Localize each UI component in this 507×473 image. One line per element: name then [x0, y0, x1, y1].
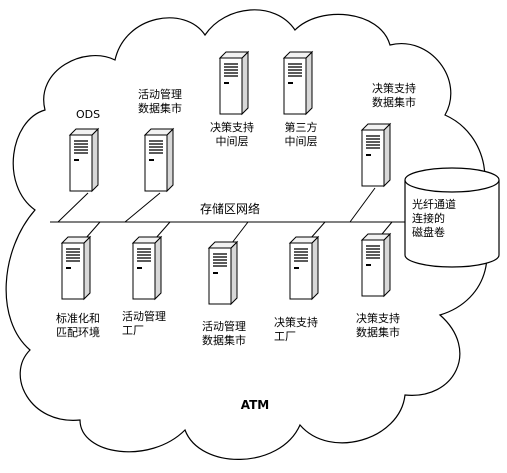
third-party-middle-tier-label: 第三方 中间层 [284, 121, 318, 148]
connector-ods [57, 192, 89, 223]
server-third-party-middle-tier-icon [282, 50, 314, 116]
storage-label: 光纤通道 连接的 磁盘卷 [412, 198, 456, 239]
decision-mart-top-label: 决策支持 数据集市 [372, 82, 416, 109]
decision-factory-label: 决策支持 工厂 [274, 316, 318, 343]
standardize-env-label: 标准化和 匹配环境 [56, 312, 100, 339]
connector-activity-mart-top [124, 192, 161, 223]
decision-middle-tier-label: 决策支持 中间层 [210, 121, 254, 148]
san-label: 存储区网络 [199, 202, 260, 216]
server-decision-mart-bottom-icon [360, 232, 392, 298]
server-decision-middle-tier-icon [218, 50, 250, 116]
server-activity-mart-top-icon [143, 127, 175, 193]
server-decision-factory-icon [288, 235, 320, 301]
server-standardize-env-icon [60, 235, 92, 301]
connector-decision-mart-top [349, 187, 376, 223]
server-ods-icon [68, 127, 100, 193]
fibre-channel-disk-volume [404, 167, 500, 268]
server-activity-factory-icon [131, 235, 163, 301]
activity-factory-label: 活动管理 工厂 [122, 310, 166, 337]
atm-label: ATM [240, 398, 270, 412]
activity-mart-bottom-label: 活动管理 数据集市 [202, 320, 246, 347]
decision-mart-bottom-label: 决策支持 数据集市 [356, 312, 400, 339]
server-decision-mart-top-icon [360, 122, 392, 188]
ods-label: ODS [75, 108, 101, 121]
server-activity-mart-bottom-icon [207, 240, 239, 306]
activity-mart-top-label: 活动管理 数据集市 [138, 88, 182, 115]
